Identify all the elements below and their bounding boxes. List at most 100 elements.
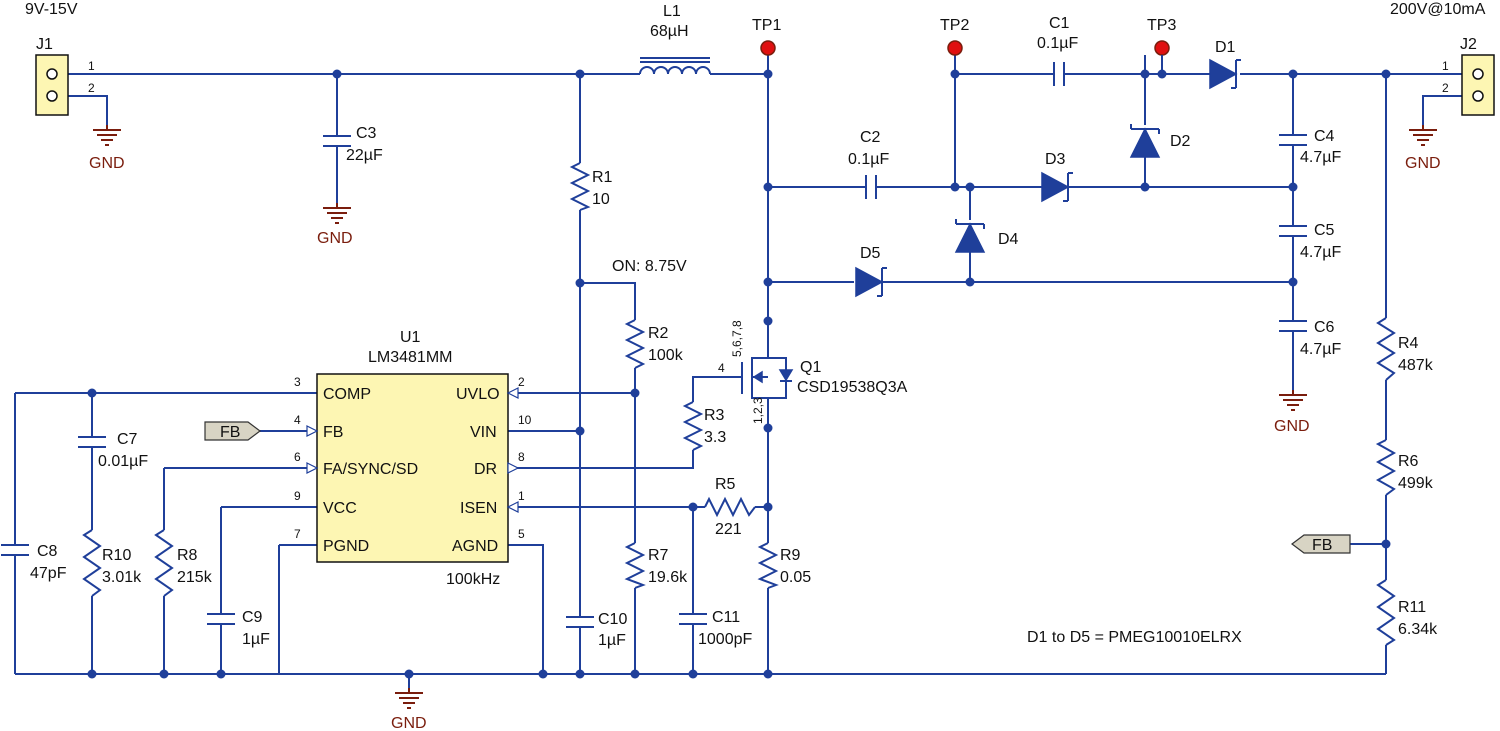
- inductor-l1: L1 68µH: [639, 3, 711, 75]
- d3-label: D3: [1045, 151, 1066, 168]
- d2-label: D2: [1170, 133, 1191, 150]
- r8-ref: R8: [177, 547, 198, 564]
- r1-value: 10: [592, 191, 610, 208]
- c9-value: 1µF: [242, 631, 270, 648]
- u1-freq: 100kHz: [446, 571, 500, 588]
- u1-pin-vcc: VCC: [323, 500, 357, 517]
- u1-pin-isen: ISEN: [460, 500, 497, 517]
- r7-value: 19.6k: [648, 569, 688, 586]
- r2-value: 100k: [648, 347, 684, 364]
- c3-value: 22µF: [346, 147, 383, 164]
- r10-value: 3.01k: [102, 569, 142, 586]
- c1-ref: C1: [1049, 15, 1070, 32]
- c10-value: 1µF: [598, 632, 626, 649]
- u1-ref: U1: [400, 329, 421, 346]
- u1-pinnum-8: 8: [518, 450, 525, 464]
- diode-part-note: D1 to D5 = PMEG10010ELRX: [1027, 629, 1242, 646]
- r3-ref: R3: [704, 407, 725, 424]
- j2-pin1: 1: [1442, 59, 1449, 73]
- q1-drain-pins: 5,6,7,8: [730, 320, 744, 357]
- c2-ref: C2: [860, 129, 881, 146]
- c9-ref: C9: [242, 609, 263, 626]
- q1-source-pins: 1,2,3: [751, 397, 765, 424]
- r2-ref: R2: [648, 325, 669, 342]
- d1-label: D1: [1215, 39, 1236, 56]
- u1-pin-comp: COMP: [323, 386, 371, 403]
- c2-value: 0.1µF: [848, 151, 889, 168]
- tp2-label: TP2: [940, 17, 969, 34]
- u1-pinnum-4: 4: [294, 413, 301, 427]
- wires: [14, 55, 1462, 688]
- u1-pin-fb: FB: [323, 424, 343, 441]
- c6-value: 4.7µF: [1300, 341, 1341, 358]
- ground-symbols: GND GND GND GND GND: [89, 125, 1441, 731]
- c1-value: 0.1µF: [1037, 35, 1078, 52]
- u1-pinnum-5: 5: [518, 527, 525, 541]
- u1-pinnum-3: 3: [294, 375, 301, 389]
- u1-pin-fa-sync-sd: FA/SYNC/SD: [323, 461, 418, 478]
- q1-part: CSD19538Q3A: [797, 379, 908, 396]
- r9-value: 0.05: [780, 569, 811, 586]
- u1-pinnum-10: 10: [518, 413, 532, 427]
- r11-value: 6.34k: [1398, 621, 1438, 638]
- r6-ref: R6: [1398, 453, 1419, 470]
- c5-ref: C5: [1314, 222, 1335, 239]
- fb-flag-right-text: FB: [1312, 537, 1332, 554]
- d4-label: D4: [998, 231, 1019, 248]
- u1-pin-vin: VIN: [470, 424, 497, 441]
- gnd-label-j2: GND: [1405, 155, 1441, 172]
- u1-pin-pgnd: PGND: [323, 538, 369, 555]
- on-threshold-label: ON: 8.75V: [612, 258, 687, 275]
- c7-value: 0.01µF: [98, 453, 148, 470]
- tp3-label: TP3: [1147, 17, 1176, 34]
- diodes: D1 D3 D5 D2 D4: [855, 39, 1241, 298]
- c10-ref: C10: [598, 611, 627, 628]
- u1-pinnum-1: 1: [518, 489, 525, 503]
- r6-value: 499k: [1398, 475, 1434, 492]
- r3-value: 3.3: [704, 429, 726, 446]
- c8-ref: C8: [37, 543, 58, 560]
- u1-pinnum-6: 6: [294, 450, 301, 464]
- gnd-label-c3: GND: [317, 230, 353, 247]
- c11-ref: C11: [712, 609, 740, 626]
- j1-ref: J1: [36, 36, 53, 53]
- vin-range-label: 9V-15V: [25, 1, 78, 18]
- j2-pin2: 2: [1442, 81, 1449, 95]
- u1-pin-uvlo: UVLO: [456, 386, 500, 403]
- c8-value: 47pF: [30, 565, 67, 582]
- capacitors: C1 0.1µF C2 0.1µF C3 22µF C4 4.7µF C5 4.…: [1, 15, 1341, 649]
- u1-pin-dr: DR: [474, 461, 497, 478]
- c3-ref: C3: [356, 125, 377, 142]
- junctions: [87, 69, 1391, 679]
- r4-ref: R4: [1398, 335, 1419, 352]
- gnd-label-main: GND: [391, 715, 427, 731]
- l1-value: 68µH: [650, 23, 689, 40]
- u1-pin-agnd: AGND: [452, 538, 498, 555]
- u1-pinnum-2: 2: [518, 375, 525, 389]
- r11-ref: R11: [1398, 599, 1426, 616]
- mosfet-q1: Q1 CSD19538Q3A 4 5,6,7,8 1,2,3: [718, 320, 908, 424]
- vout-label: 200V@10mA: [1390, 1, 1486, 18]
- tp1-label: TP1: [752, 17, 781, 34]
- c6-ref: C6: [1314, 319, 1335, 336]
- u1-pinnum-7: 7: [294, 527, 301, 541]
- fb-flag-left-text: FB: [220, 424, 240, 441]
- c7-ref: C7: [117, 431, 138, 448]
- c4-ref: C4: [1314, 128, 1335, 145]
- c11-value: 1000pF: [698, 631, 752, 648]
- r5-value: 221: [715, 521, 742, 538]
- j1-pin1: 1: [88, 59, 95, 73]
- c4-value: 4.7µF: [1300, 149, 1341, 166]
- ic-u1: U1 LM3481MM 100kHz COMP FB FA/SYNC/SD VC…: [294, 329, 532, 588]
- l1-ref: L1: [663, 3, 681, 20]
- r1-ref: R1: [592, 169, 613, 186]
- d5-label: D5: [860, 245, 881, 262]
- q1-ref: Q1: [800, 359, 821, 376]
- r5-ref: R5: [715, 476, 736, 493]
- r8-value: 215k: [177, 569, 213, 586]
- u1-part: LM3481MM: [368, 349, 452, 366]
- j2-ref: J2: [1460, 36, 1477, 53]
- r10-ref: R10: [102, 547, 131, 564]
